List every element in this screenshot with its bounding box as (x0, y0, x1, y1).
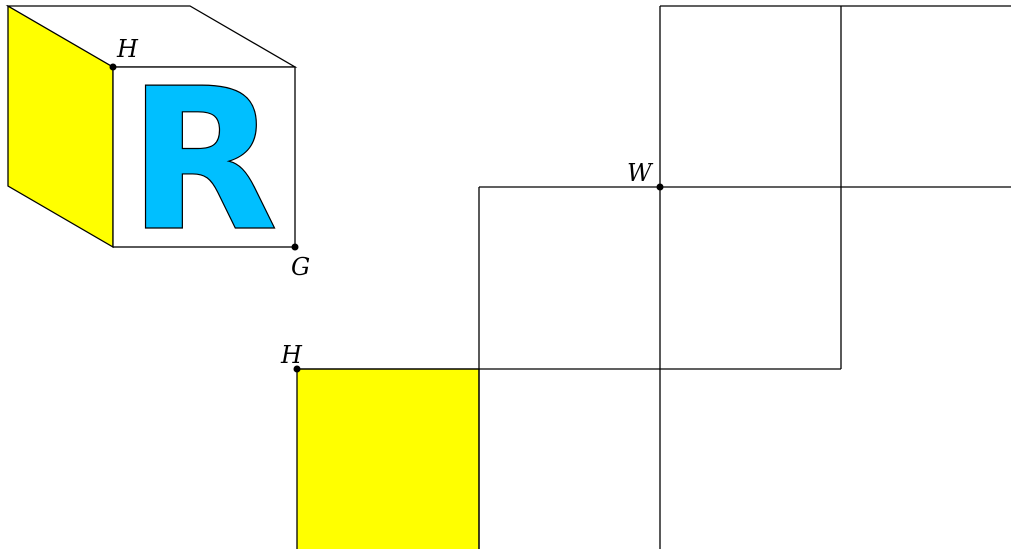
cube-label-h: H (116, 35, 139, 63)
cube-vertex-g (291, 243, 299, 251)
cube-vertex-h (109, 63, 117, 71)
net-yellow-square (296, 368, 480, 549)
net-point-h (293, 365, 301, 373)
net-figure: H W (280, 5, 1011, 549)
cube-figure: R H G (5, 4, 310, 281)
cube-front-face (112, 66, 296, 248)
net-label-w: W (627, 159, 654, 187)
cube-front-letter: R (128, 47, 279, 275)
net-label-h: H (280, 341, 303, 369)
cube-label-g: G (291, 253, 310, 281)
net-grid-lines (297, 5, 1011, 549)
net-point-w (656, 183, 664, 191)
